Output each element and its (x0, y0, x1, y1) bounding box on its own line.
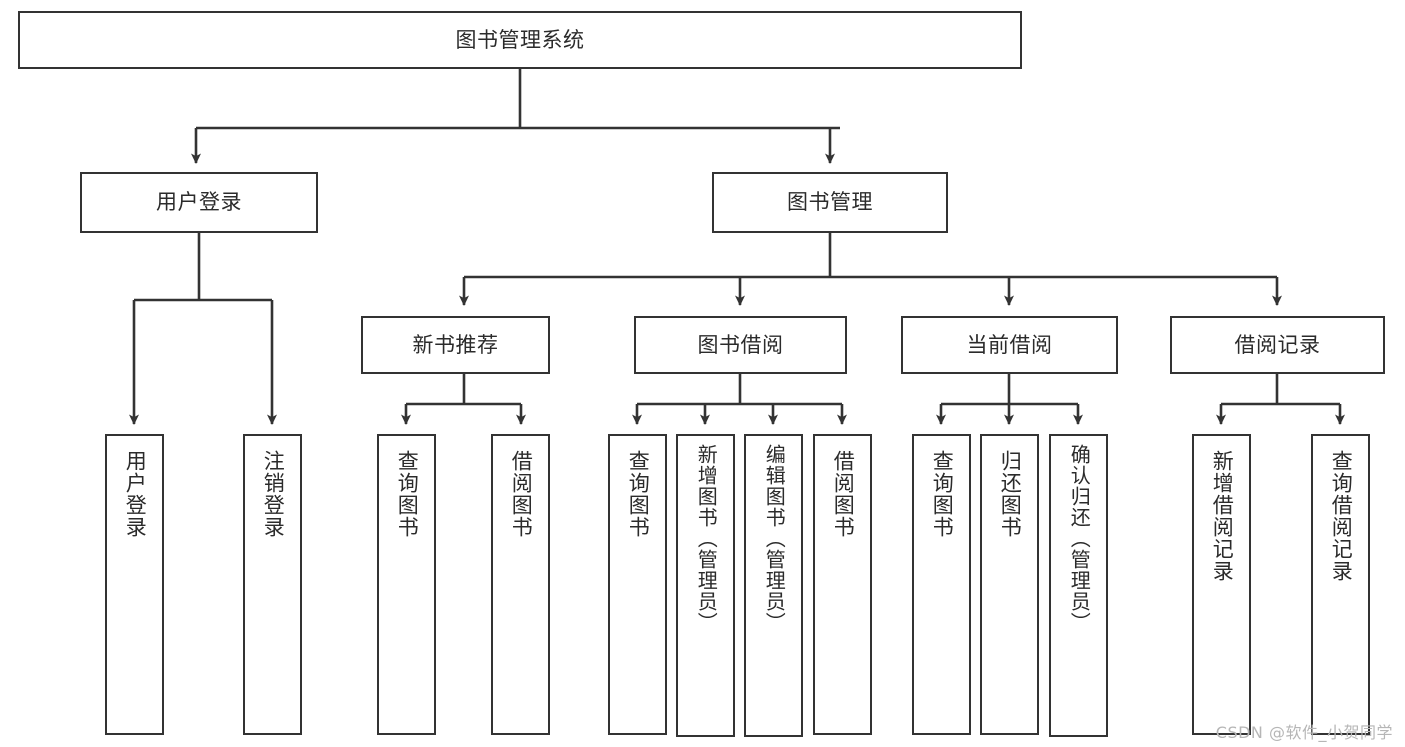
leaf-borrow-borrow-book[interactable]: 借阅图书 (813, 434, 872, 735)
node-borrow-record-label: 借阅记录 (1234, 332, 1321, 357)
leaf-recommend-borrow-book[interactable]: 借阅图书 (491, 434, 550, 735)
leaf-borrow-query-book-label: 查询图书 (626, 450, 651, 538)
leaf-recommend-query-book-label: 查询图书 (395, 450, 420, 538)
leaf-current-query-book-label: 查询图书 (930, 450, 955, 538)
node-root-label: 图书管理系统 (455, 27, 585, 52)
leaf-recommend-borrow-book-label: 借阅图书 (509, 450, 534, 538)
leaf-current-query-book[interactable]: 查询图书 (912, 434, 971, 735)
leaf-user-logout[interactable]: 注销登录 (243, 434, 302, 735)
node-borrow-record[interactable]: 借阅记录 (1170, 316, 1385, 374)
leaf-user-logout-label: 注销登录 (261, 450, 286, 538)
node-book-management-label: 图书管理 (787, 190, 873, 215)
node-book-management[interactable]: 图书管理 (712, 172, 948, 233)
leaf-borrow-borrow-book-label: 借阅图书 (831, 450, 856, 538)
node-new-book-recommend[interactable]: 新书推荐 (361, 316, 550, 374)
leaf-recommend-query-book[interactable]: 查询图书 (377, 434, 436, 735)
leaf-current-confirm-return-admin-label: 确认归还（管理员） (1067, 444, 1092, 633)
leaf-record-add-record[interactable]: 新增借阅记录 (1192, 434, 1251, 735)
leaf-record-query-record-label: 查询借阅记录 (1329, 450, 1354, 582)
leaf-user-login[interactable]: 用户登录 (105, 434, 164, 735)
leaf-current-return-book[interactable]: 归还图书 (980, 434, 1039, 735)
node-book-borrow-label: 图书借阅 (697, 332, 784, 357)
leaf-user-login-label: 用户登录 (123, 450, 148, 538)
leaf-record-add-record-label: 新增借阅记录 (1210, 450, 1235, 582)
leaf-borrow-edit-book-admin[interactable]: 编辑图书（管理员） (744, 434, 803, 737)
leaf-borrow-edit-book-admin-label: 编辑图书（管理员） (762, 444, 787, 633)
node-book-borrow[interactable]: 图书借阅 (634, 316, 847, 374)
node-user-login[interactable]: 用户登录 (80, 172, 318, 233)
csdn-watermark: CSDN @软件_小贺同学 (1215, 723, 1393, 742)
node-current-borrow-label: 当前借阅 (966, 332, 1053, 357)
leaf-borrow-query-book[interactable]: 查询图书 (608, 434, 667, 735)
leaf-borrow-add-book-admin[interactable]: 新增图书（管理员） (676, 434, 735, 737)
node-root[interactable]: 图书管理系统 (18, 11, 1022, 69)
leaf-borrow-add-book-admin-label: 新增图书（管理员） (694, 444, 719, 633)
node-user-login-label: 用户登录 (156, 190, 242, 215)
leaf-current-confirm-return-admin[interactable]: 确认归还（管理员） (1049, 434, 1108, 737)
node-new-book-recommend-label: 新书推荐 (412, 332, 499, 357)
node-current-borrow[interactable]: 当前借阅 (901, 316, 1118, 374)
leaf-record-query-record[interactable]: 查询借阅记录 (1311, 434, 1370, 735)
leaf-current-return-book-label: 归还图书 (998, 450, 1023, 538)
